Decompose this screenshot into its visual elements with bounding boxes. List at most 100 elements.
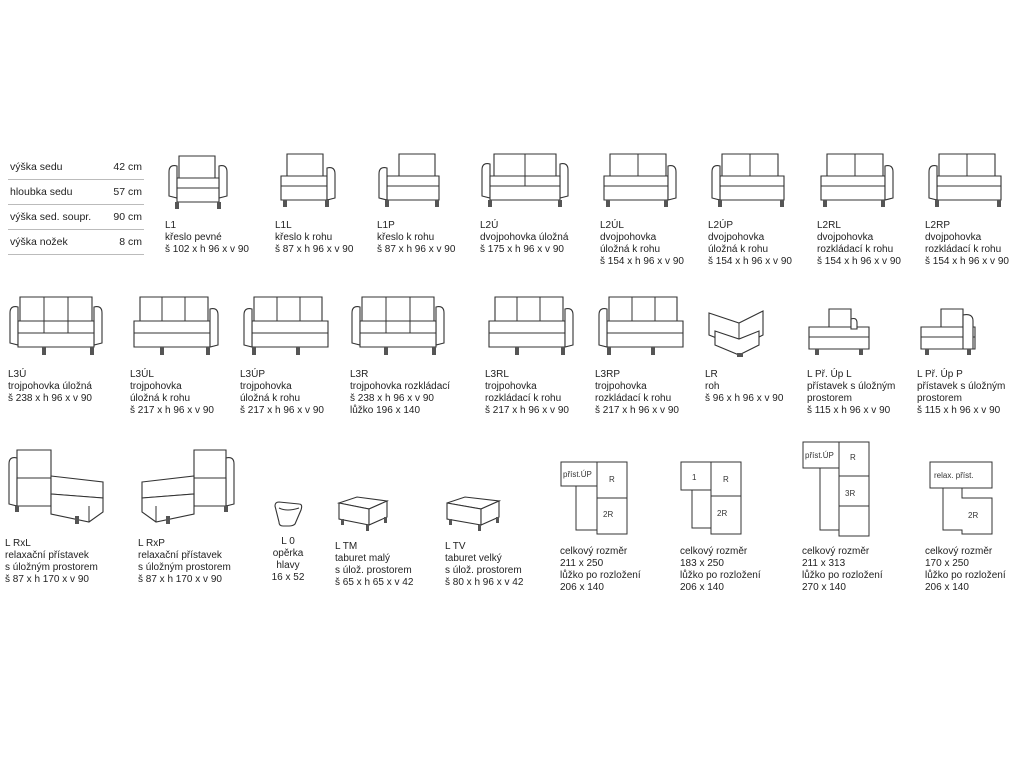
armchair-corner-left-illustration bbox=[275, 150, 353, 212]
item-dim: š 87 x h 170 x v 90 bbox=[138, 574, 222, 585]
set-part-label: R bbox=[609, 475, 615, 484]
item-l0: L 0 opěrka hlavy 16 x 52 bbox=[268, 500, 308, 584]
item-l1p: L1P křeslo k rohu š 87 x h 96 x v 90 bbox=[377, 150, 455, 256]
item-desc: s úlož. prostorem bbox=[335, 565, 412, 576]
item-code: L RxL bbox=[5, 538, 31, 549]
item-code: L3ÚP bbox=[240, 369, 266, 380]
spec-table: výška sedu 42 cm hloubka sedu 57 cm výšk… bbox=[8, 155, 144, 255]
item-dim: š 217 x h 96 x v 90 bbox=[485, 405, 569, 416]
spec-label: hloubka sedu bbox=[10, 186, 73, 198]
set-part-label: 1 bbox=[692, 473, 697, 482]
spec-row: výška sedu 42 cm bbox=[8, 155, 144, 180]
small-ottoman-illustration bbox=[335, 495, 413, 533]
set-2: 1 R 2R celkový rozměr 183 x 250 lůžko po… bbox=[680, 458, 761, 594]
item-desc: trojpohovka bbox=[485, 381, 537, 392]
item-desc: prostorem bbox=[807, 393, 853, 404]
armchair-fixed-illustration bbox=[165, 150, 249, 212]
item-desc: křeslo k rohu bbox=[377, 232, 435, 243]
item-code: L2RL bbox=[817, 220, 841, 231]
set-floor-plan: příst.ÚP R 2R bbox=[560, 458, 641, 538]
set-part-label: 2R bbox=[968, 511, 978, 520]
item-desc: trojpohovka bbox=[595, 381, 647, 392]
set-size-label: celkový rozměr bbox=[680, 546, 748, 557]
spec-row: výška nožek 8 cm bbox=[8, 230, 144, 255]
set-part-label: relax. příst. bbox=[934, 471, 974, 480]
set-part-label: R bbox=[723, 475, 729, 484]
relax-extension-left-illustration bbox=[5, 446, 109, 530]
set-part-label: příst.ÚP bbox=[563, 470, 592, 479]
item-desc: křeslo k rohu bbox=[275, 232, 333, 243]
set-bed-size: 206 x 140 bbox=[680, 582, 724, 593]
item-code: L1L bbox=[275, 220, 292, 231]
set-part-label: 2R bbox=[717, 509, 727, 518]
set-bed-label: lůžko po rozložení bbox=[802, 570, 883, 581]
item-code: L2RP bbox=[925, 220, 951, 231]
item-code: L2Ú bbox=[480, 220, 499, 231]
spec-label: výška nožek bbox=[10, 236, 68, 248]
spec-value: 8 cm bbox=[119, 236, 142, 248]
set-bed-size: 270 x 140 bbox=[802, 582, 846, 593]
item-dim: š 217 x h 96 x v 90 bbox=[595, 405, 679, 416]
three-seat-corner-right-illustration bbox=[240, 293, 332, 361]
item-l2u: L2Ú dvojpohovka úložná š 175 x h 96 x v … bbox=[480, 150, 570, 256]
item-l3u: L3Ú trojpohovka úložná š 238 x h 96 x v … bbox=[8, 293, 104, 405]
item-l3ul: L3ÚL trojpohovka úložná k rohu š 217 x h… bbox=[130, 293, 222, 417]
item-dim: š 238 x h 96 x v 90 bbox=[350, 393, 434, 404]
item-desc: rozkládací k rohu bbox=[595, 393, 672, 404]
item-desc: úložná k rohu bbox=[600, 244, 661, 255]
set-4: relax. příst. 2R celkový rozměr 170 x 25… bbox=[925, 458, 1006, 594]
item-dim: š 154 x h 96 x v 90 bbox=[925, 256, 1009, 267]
set-bed-label: lůžko po rozložení bbox=[925, 570, 1006, 581]
armchair-corner-right-illustration bbox=[377, 150, 455, 212]
item-dim: š 87 x h 170 x v 90 bbox=[5, 574, 89, 585]
three-seat-corner-left-illustration bbox=[130, 293, 222, 361]
item-desc: dvojpohovka úložná bbox=[480, 232, 569, 243]
item-desc: rozkládací k rohu bbox=[485, 393, 562, 404]
set-part-label: 3R bbox=[845, 489, 855, 498]
item-code: L3RP bbox=[595, 369, 621, 380]
storage-extension-left-illustration bbox=[807, 305, 895, 361]
large-ottoman-illustration bbox=[445, 495, 523, 533]
item-desc: úložná k rohu bbox=[708, 244, 769, 255]
item-l2ul: L2ÚL dvojpohovka úložná k rohu š 154 x h… bbox=[600, 150, 684, 268]
item-bed-size: lůžko 196 x 140 bbox=[350, 405, 421, 416]
item-code: L3RL bbox=[485, 369, 509, 380]
three-seat-sofabed-left-illustration bbox=[485, 293, 577, 361]
two-seat-corner-left-illustration bbox=[600, 150, 684, 212]
item-desc: trojpohovka úložná bbox=[8, 381, 92, 392]
item-l-pr-up-l: L Př. Úp L přístavek s úložným prostorem… bbox=[807, 305, 895, 417]
item-desc: úložná k rohu bbox=[130, 393, 191, 404]
item-code: L3ÚL bbox=[130, 369, 154, 380]
spec-label: výška sed. soupr. bbox=[10, 211, 92, 223]
item-desc: rozkládací k rohu bbox=[817, 244, 894, 255]
set-size-label: celkový rozměr bbox=[560, 546, 628, 557]
item-desc: trojpohovka rozkládací bbox=[350, 381, 451, 392]
item-desc: dvojpohovka bbox=[708, 232, 765, 243]
item-code: L1 bbox=[165, 220, 177, 231]
item-l2rp: L2RP dvojpohovka rozkládací k rohu š 154… bbox=[925, 150, 1009, 268]
item-desc: trojpohovka bbox=[240, 381, 292, 392]
item-l1l: L1L křeslo k rohu š 87 x h 96 x v 90 bbox=[275, 150, 353, 256]
set-1: příst.ÚP R 2R celkový rozměr 211 x 250 l… bbox=[560, 458, 641, 594]
headrest-illustration bbox=[268, 500, 308, 528]
item-dim: š 217 x h 96 x v 90 bbox=[240, 405, 324, 416]
set-size-label: celkový rozměr bbox=[802, 546, 870, 557]
spec-value: 57 cm bbox=[113, 186, 142, 198]
item-desc: roh bbox=[705, 381, 720, 392]
item-l2up: L2ÚP dvojpohovka úložná k rohu š 154 x h… bbox=[708, 150, 792, 268]
item-desc: rozkládací k rohu bbox=[925, 244, 1002, 255]
three-seat-sofabed-right-illustration bbox=[595, 293, 687, 361]
set-size: 211 x 313 bbox=[802, 558, 846, 569]
set-size-label: celkový rozměr bbox=[925, 546, 993, 557]
relax-extension-right-illustration bbox=[138, 446, 242, 530]
set-bed-label: lůžko po rozložení bbox=[680, 570, 761, 581]
set-size: 211 x 250 bbox=[560, 558, 604, 569]
item-dim: š 175 x h 96 x v 90 bbox=[480, 244, 564, 255]
item-desc: trojpohovka bbox=[130, 381, 182, 392]
set-3: příst.ÚP R 3R celkový rozměr 211 x 313 l… bbox=[802, 440, 883, 594]
item-code: L RxP bbox=[138, 538, 165, 549]
item-dim: š 115 x h 96 x v 90 bbox=[917, 405, 1001, 416]
item-desc: dvojpohovka bbox=[925, 232, 982, 243]
item-code: L Př. Úp P bbox=[917, 369, 963, 380]
item-l-rxl: L RxL relaxační přístavek s úložným pros… bbox=[5, 446, 109, 586]
